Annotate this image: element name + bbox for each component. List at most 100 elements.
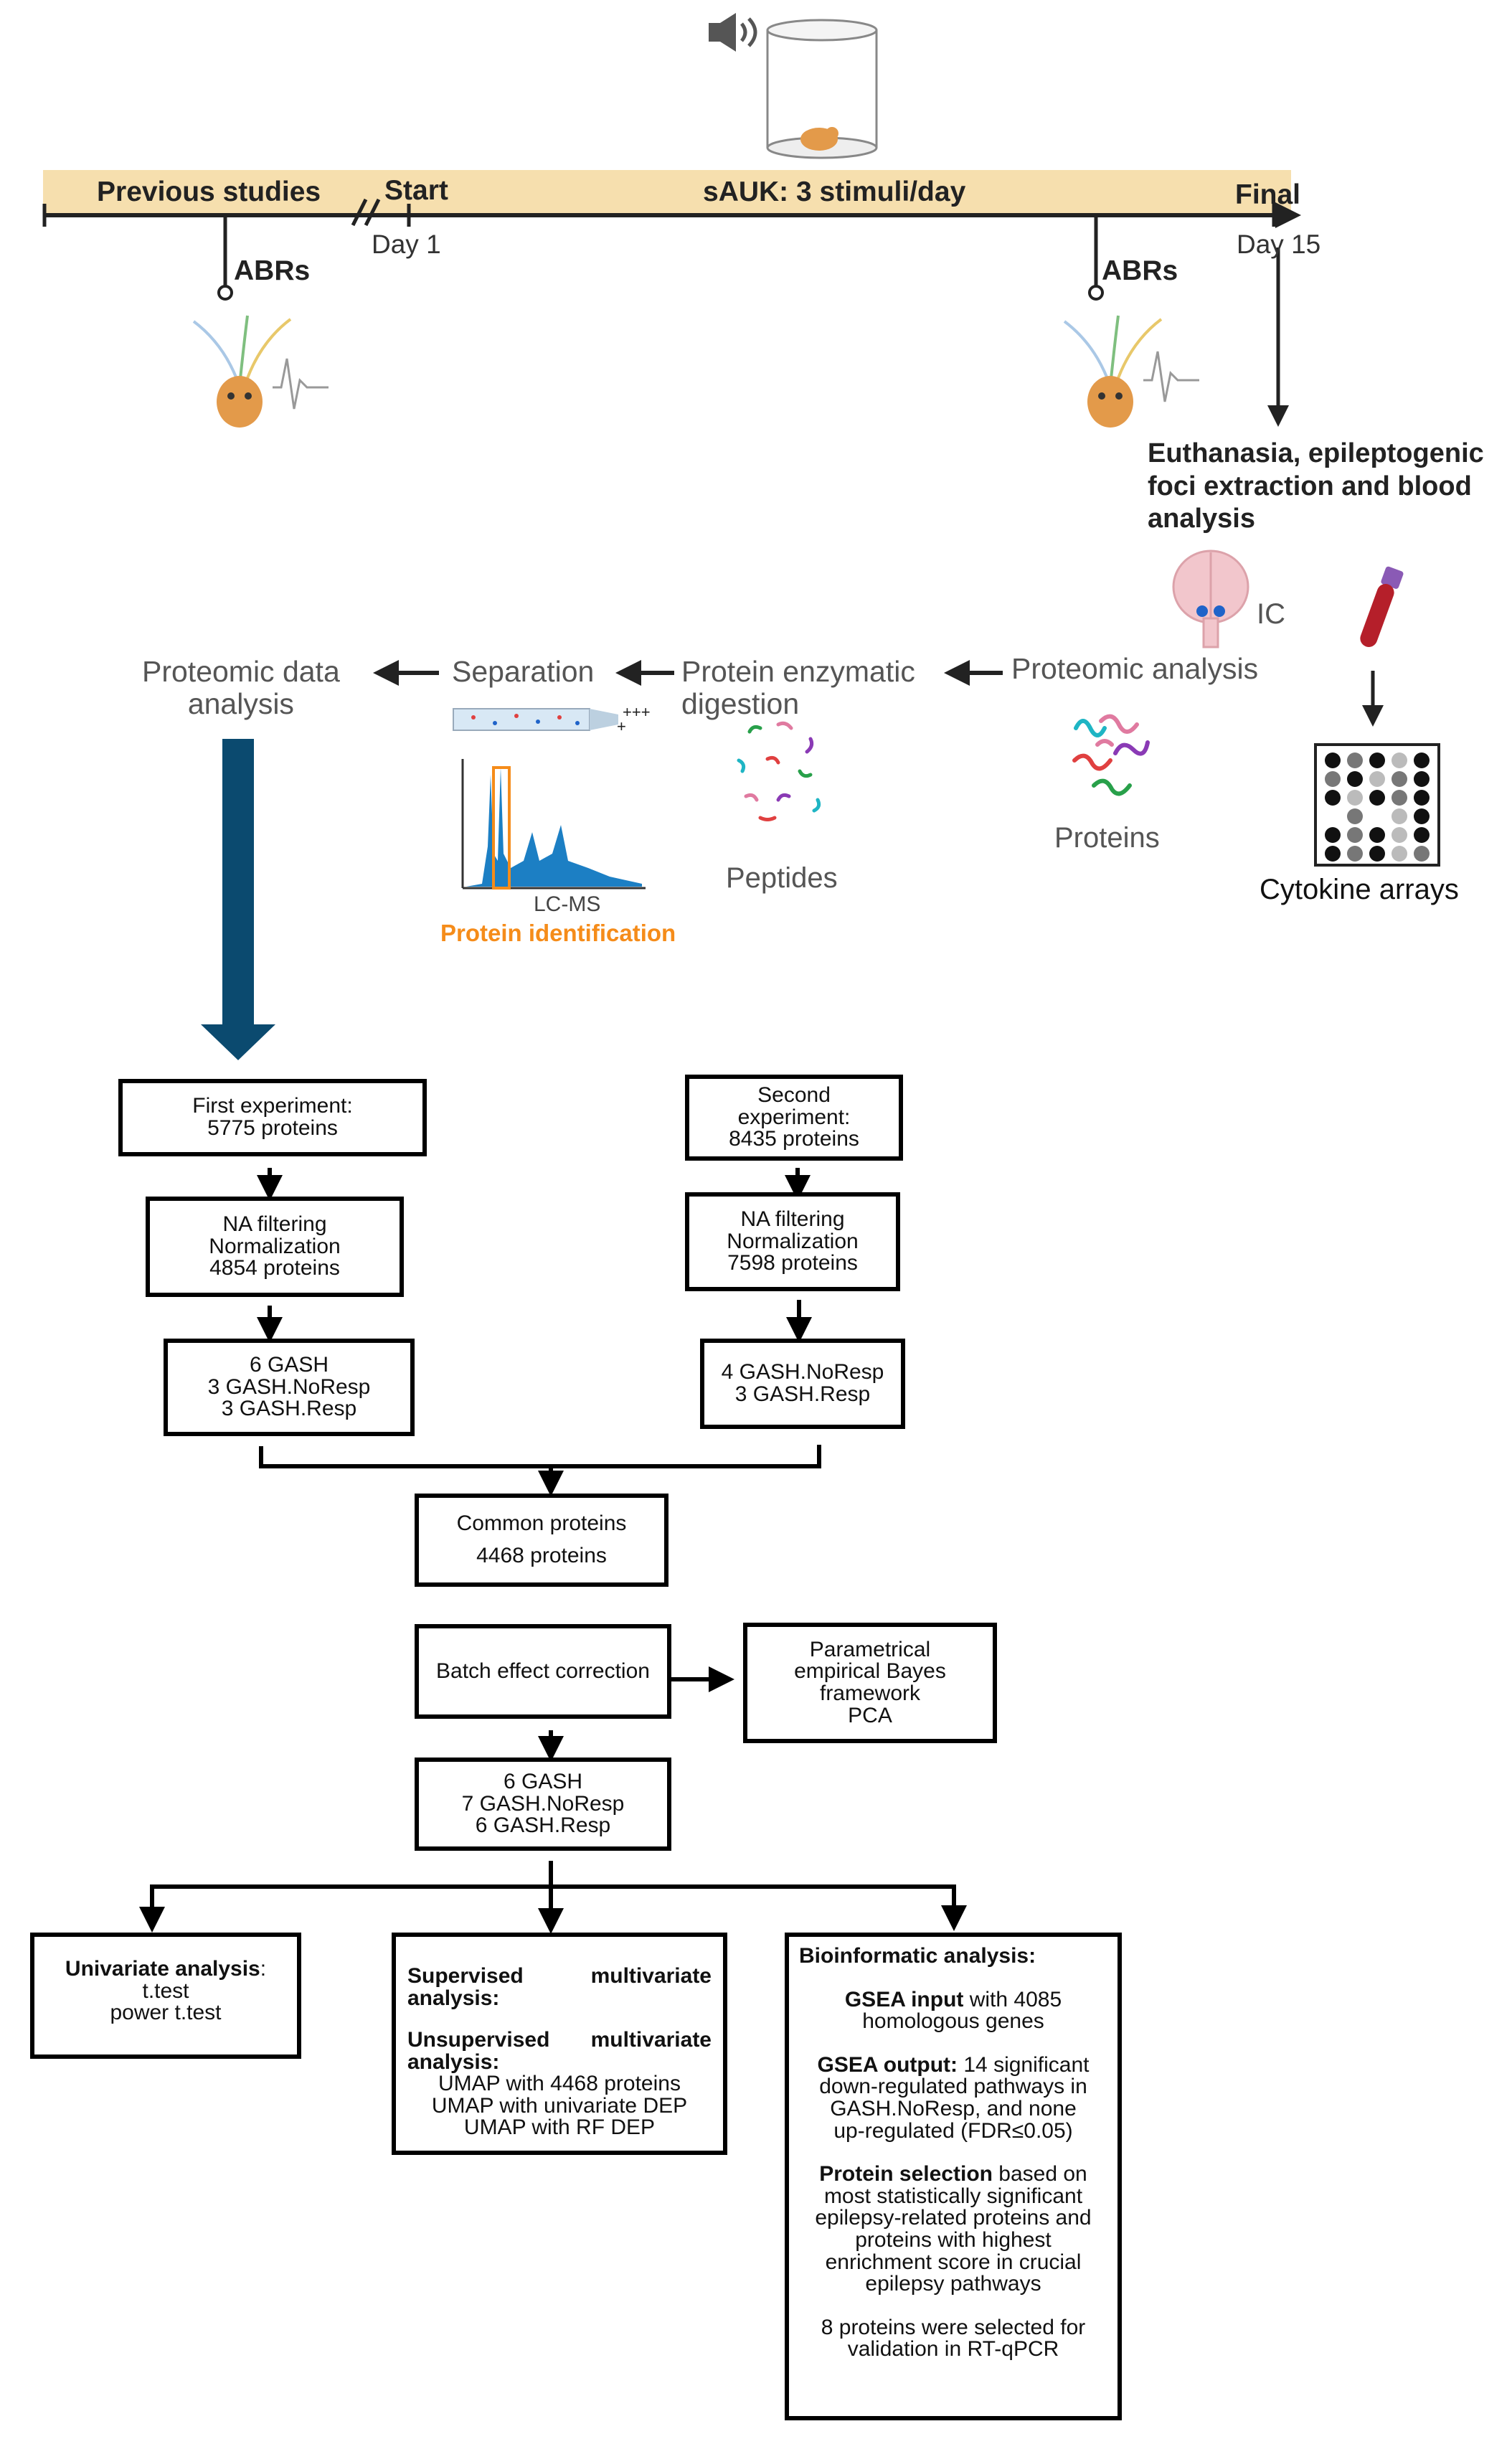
supervised-row: Supervised multivariate [407,1965,712,1988]
cytokine-dot [1391,808,1407,824]
cytokine-dot [1347,846,1363,862]
peptides-label: Peptides [726,862,838,894]
timeline-final: Final [1235,179,1301,210]
cytokine-dot [1369,790,1385,806]
cytokine-dot [1369,771,1385,787]
separation-label: Separation [452,655,595,688]
cytokine-dot [1414,790,1430,806]
unsupervised-multivariate-word: multivariate [590,2028,712,2052]
euthanasia-line-1: Euthanasia, epileptogenic [1148,438,1484,468]
univariate-title: Univariate analysis: [65,1958,266,1981]
filter2-line-3: 7598 proteins [727,1251,858,1275]
filter1-line-1: NA filtering [222,1212,327,1237]
gsea-input-line: GSEA input with 4085 [845,1989,1062,2011]
unsupervised-row: Unsupervised multivariate [407,2029,712,2052]
filter2-line-2: Normalization [727,1229,859,1253]
proteomic-analysis-label: Proteomic analysis [1011,652,1259,685]
cytokine-dot [1369,808,1385,824]
univariate-colon: : [260,1957,267,1981]
groups2-line-1: 4 GASH.NoResp [721,1360,884,1384]
abr-hamster-icon-left [192,315,329,428]
cytokine-dot [1414,771,1430,787]
final-groups-box: 6 GASH 7 GASH.NoResp 6 GASH.Resp [415,1758,671,1851]
bayes-line-1: Parametrical [809,1637,931,1661]
batch-correction-box: Batch effect correction [415,1624,671,1719]
proteins-label: Proteins [1054,822,1160,854]
digestion-label: Protein enzymatic digestion [681,655,915,721]
cytokine-dot [1369,753,1385,768]
common-line-1: Common proteins [456,1511,627,1536]
cytokine-dots [1325,753,1430,862]
bayes-line-4: PCA [848,1703,892,1727]
timeline-band [43,170,1291,214]
groups-box-first: 6 GASH 3 GASH.NoResp 3 GASH.Resp [164,1339,415,1436]
lcms-label: LC-MS [534,892,601,916]
lc-column-icon: +++ + [453,703,651,735]
univariate-line-2: power t.test [110,2001,222,2025]
selection-line: Protein selection based on [819,2162,1087,2186]
abr-hamster-icon-right [1063,315,1199,428]
final-groups-line-2: 7 GASH.NoResp [461,1791,625,1816]
bayes-pca-box: Parametrical empirical Bayes framework P… [743,1623,997,1743]
final-selection-line-2: validation in RT-qPCR [847,2337,1059,2362]
cytokine-dot [1369,827,1385,843]
gsea-input-bold: GSEA input [844,1987,964,2011]
filter1-line-3: 4854 proteins [209,1256,340,1280]
cytokine-dot [1325,808,1341,824]
gsea-input-line-2: homologous genes [862,2009,1044,2034]
groups1-line-2: 3 GASH.NoResp [207,1374,371,1399]
common-proteins-box: Common proteins 4468 proteins [415,1494,668,1587]
day-end-label: Day 15 [1237,230,1321,259]
groups2-line-2: 3 GASH.Resp [734,1382,871,1406]
batch-label: Batch effect correction [436,1659,650,1683]
digestion-line-2: digestion [681,687,800,721]
filter-box-second: NA filtering Normalization 7598 proteins [685,1192,900,1291]
groups1-line-1: 6 GASH [249,1353,329,1377]
cytokine-dot [1391,846,1407,862]
selection-line-3: epilepsy-related proteins and [815,2206,1092,2230]
gsea-output-line-3: GASH.NoResp, and none [830,2096,1077,2120]
digestion-line-1: Protein enzymatic [681,655,915,688]
first-experiment-box: First experiment: 5775 proteins [118,1079,427,1156]
final-groups-line-1: 6 GASH [503,1770,583,1794]
filter2-line-1: NA filtering [740,1207,845,1232]
univariate-box: Univariate analysis: t.test power t.test [30,1933,301,2059]
bayes-line-3: framework [819,1681,921,1705]
cytokine-dot [1347,753,1363,768]
selection-line-6: epilepsy pathways [865,2272,1041,2296]
cytokine-dot [1325,753,1341,768]
cytokine-dot [1369,846,1385,862]
cytokine-dot [1414,808,1430,824]
proteomic-data-line-2: analysis [187,687,294,721]
first-experiment-line-1: First experiment: [192,1094,353,1118]
speaker-icon [709,13,757,52]
cytokine-dot [1325,771,1341,787]
cytokine-dot [1325,790,1341,806]
unsupervised-analysis-word: analysis: [407,2049,500,2074]
cytokine-dot [1414,846,1430,862]
cytokine-dot [1347,808,1363,824]
bioinfo-title: Bioinformatic analysis: [799,1944,1036,1968]
blood-tube-icon [1360,566,1404,647]
final-selection-line-1: 8 proteins were selected for [821,2315,1086,2339]
filter-box-first: NA filtering Normalization 4854 proteins [146,1197,404,1297]
gsea-output-line-2: down-regulated pathways in [819,2075,1087,2099]
supervised-analysis-word: analysis: [407,1986,500,2010]
big-down-arrow [201,739,275,1060]
proteomic-data-analysis-label: Proteomic data analysis [142,655,340,721]
abr-label-right: ABRs [1102,255,1178,286]
second-experiment-box: Second experiment: 8435 proteins [685,1075,903,1161]
bioinformatic-box: Bioinformatic analysis: GSEA input with … [785,1933,1122,2420]
gsea-output-rest: 14 significant [958,2052,1090,2077]
peptides-icon [737,721,821,821]
gsea-output-line: GSEA output: 14 significant [818,2054,1090,2077]
cytokine-dot [1414,753,1430,768]
euthanasia-text: Euthanasia, epileptogenic foci extractio… [1148,438,1484,536]
selection-bold: Protein selection [819,2162,993,2186]
univariate-title-bold: Univariate analysis [65,1957,260,1981]
cytokine-dot [1391,753,1407,768]
umap-line-2: UMAP with univariate DEP [431,2093,688,2118]
second-experiment-line-2: experiment: [737,1105,851,1129]
umap-line-1: UMAP with 4468 proteins [438,2072,681,2096]
